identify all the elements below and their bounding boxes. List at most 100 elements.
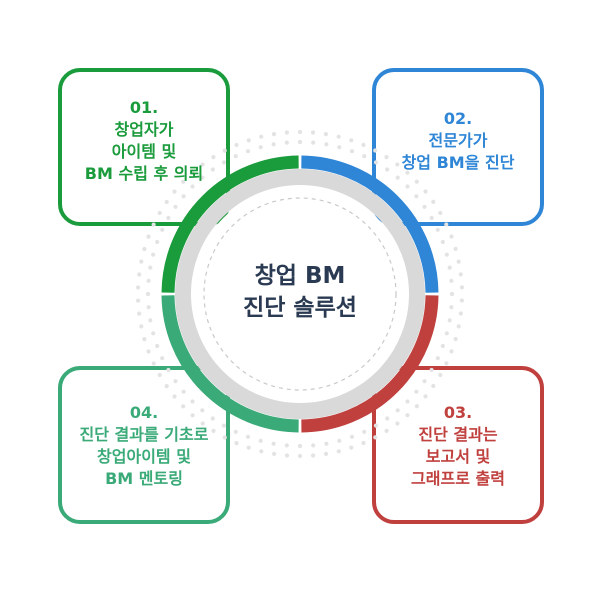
halo-dot xyxy=(200,408,205,413)
halo-dot xyxy=(414,389,419,394)
step-02-number: 02. xyxy=(443,109,473,128)
halo-dot xyxy=(414,194,419,199)
halo-dot xyxy=(311,140,316,145)
halo-dot xyxy=(190,170,195,175)
halo-dot xyxy=(166,367,171,373)
halo-dot xyxy=(449,291,455,297)
halo-dot xyxy=(435,356,440,361)
halo-dot xyxy=(422,379,427,384)
halo-dot xyxy=(222,148,227,153)
halo-dot xyxy=(258,145,263,150)
halo-dot xyxy=(137,311,142,316)
step-01-text: 01. 창업자가 아이템 및 BM 수립 후 의뢰 xyxy=(58,97,230,185)
halo-dot xyxy=(151,222,156,227)
halo-dot xyxy=(173,204,178,209)
halo-dot xyxy=(211,155,216,160)
halo-dot xyxy=(190,184,195,189)
halo-dot xyxy=(271,441,276,446)
center-label: 창업 BM 진단 솔루션 xyxy=(200,260,400,324)
halo-dot xyxy=(155,343,160,349)
step-03-line-2: 보고서 및 xyxy=(425,447,491,466)
halo-dot xyxy=(233,154,238,159)
halo-dot xyxy=(160,356,165,361)
halo-dot xyxy=(431,199,436,204)
halo-dot xyxy=(385,416,390,421)
halo-dot xyxy=(414,179,419,184)
halo-dot xyxy=(449,305,454,310)
halo-dot xyxy=(440,343,445,349)
halo-dot xyxy=(447,265,452,270)
halo-dot xyxy=(449,349,454,354)
halo-dot xyxy=(349,138,354,143)
step-02-text: 02. 전문가가 창업 BM을 진단 xyxy=(372,108,544,174)
halo-dot xyxy=(136,285,141,290)
halo-dot xyxy=(395,421,400,426)
step-04-line-1: 진단 결과를 기초로 xyxy=(79,425,209,444)
halo-dot xyxy=(258,438,263,443)
halo-dot xyxy=(164,384,169,389)
halo-dot xyxy=(422,204,427,209)
halo-dot xyxy=(297,443,303,449)
arc-step-01 xyxy=(161,155,299,293)
halo-dot xyxy=(148,265,153,270)
halo-dot xyxy=(361,142,366,147)
halo-dot xyxy=(297,453,303,459)
halo-dot xyxy=(311,443,316,448)
halo-dot xyxy=(271,132,277,137)
halo-dot xyxy=(337,145,342,150)
halo-dot xyxy=(137,272,142,277)
halo-dot xyxy=(405,399,410,404)
halo-dot xyxy=(142,337,147,342)
halo-dot xyxy=(259,449,264,454)
halo-dot xyxy=(151,252,156,257)
halo-dot xyxy=(395,408,400,413)
halo-dot xyxy=(373,435,378,440)
colored-arc-segments xyxy=(161,155,439,433)
step-01-line-2: 아이템 및 xyxy=(111,142,177,161)
halo-dot xyxy=(444,222,449,227)
halo-dot xyxy=(456,324,461,329)
halo-dot xyxy=(245,434,251,439)
halo-dot xyxy=(271,142,276,147)
halo-dot xyxy=(444,361,449,366)
halo-dot xyxy=(145,291,151,297)
halo-dot xyxy=(139,324,144,329)
halo-dot xyxy=(151,361,156,366)
halo-dot xyxy=(362,154,367,159)
halo-dot xyxy=(181,194,186,199)
halo-dot xyxy=(449,278,454,283)
halo-dot xyxy=(246,138,251,143)
step-02-line-2: 창업 BM을 진단 xyxy=(401,153,515,172)
halo-dot xyxy=(405,413,410,418)
step-04-number: 04. xyxy=(129,403,159,422)
step-01-number: 01. xyxy=(129,98,159,117)
halo-dot xyxy=(146,278,151,283)
halo-dot xyxy=(362,429,367,434)
halo-dot xyxy=(444,252,449,257)
halo-dot xyxy=(449,234,454,239)
step-04-line-3: BM 멘토링 xyxy=(105,469,183,488)
halo-dot xyxy=(373,160,379,165)
halo-dot xyxy=(456,259,461,264)
halo-dot xyxy=(440,239,445,245)
halo-dot xyxy=(435,227,440,232)
halo-dot xyxy=(373,423,379,428)
halo-dot xyxy=(146,349,151,354)
halo-dot xyxy=(190,413,195,418)
halo-dot xyxy=(210,416,215,421)
step-01-line-1: 창업자가 xyxy=(114,120,174,139)
halo-dot xyxy=(284,140,289,145)
halo-dot xyxy=(146,305,151,310)
halo-dot xyxy=(336,449,341,454)
halo-dot xyxy=(259,134,264,139)
step-04-line-2: 창업아이템 및 xyxy=(97,447,191,466)
halo-dot xyxy=(423,394,428,399)
halo-dot xyxy=(459,298,464,303)
halo-dot xyxy=(395,175,400,180)
step-03-number: 03. xyxy=(443,403,473,422)
halo-dot xyxy=(336,134,341,139)
inner-gray-ring xyxy=(175,169,425,419)
halo-dot xyxy=(155,239,160,245)
halo-dot xyxy=(284,130,289,135)
